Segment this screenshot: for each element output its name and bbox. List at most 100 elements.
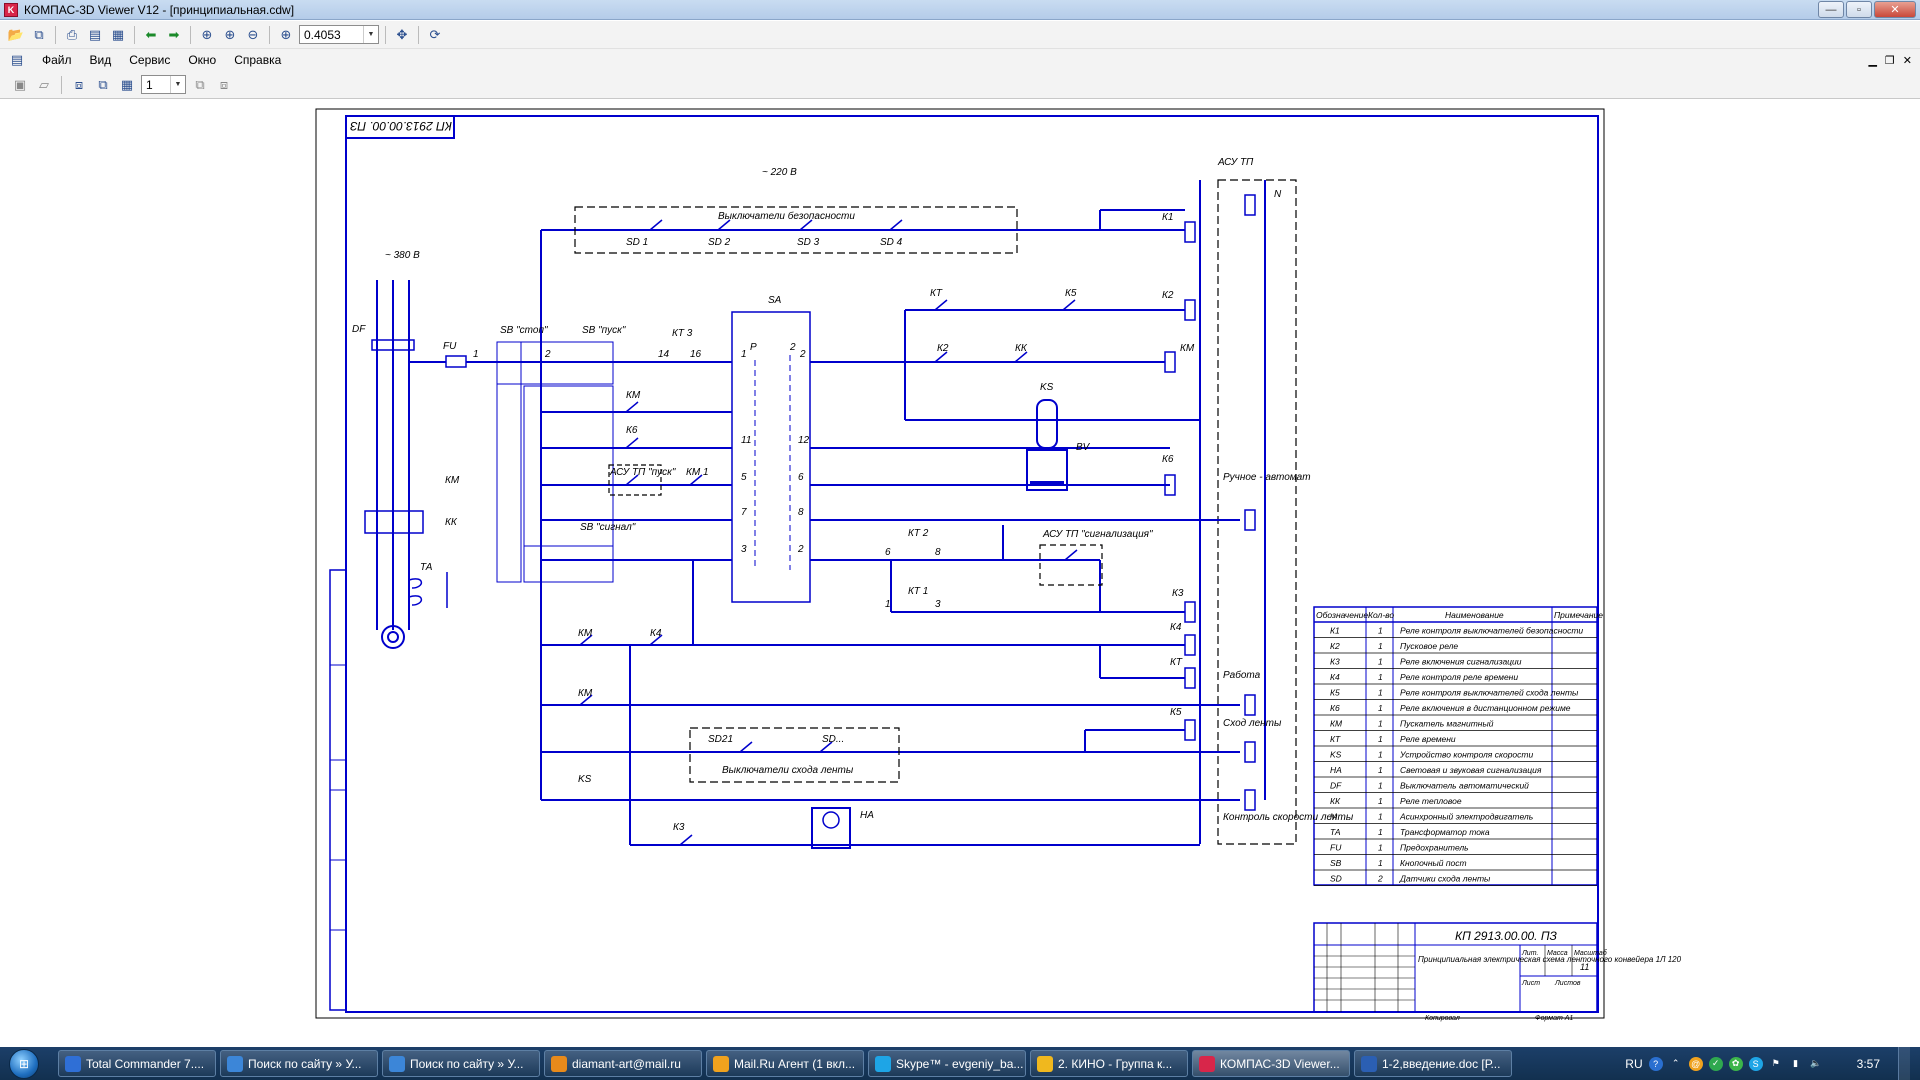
icq-icon[interactable]: ✿ (1728, 1056, 1743, 1071)
menu-window[interactable]: Окно (188, 53, 217, 67)
taskbar-button[interactable]: Skype™ - evgeniy_ba... (868, 1050, 1026, 1077)
taskbar-button[interactable]: 2. КИНО - Группа к... (1030, 1050, 1188, 1077)
start-button[interactable]: ⊞ (0, 1047, 48, 1080)
zoom-in-icon[interactable]: ⊕ (224, 26, 236, 42)
label-ta: ТА (420, 562, 433, 573)
zoom-combo[interactable]: 0.4053 ▼ (299, 25, 379, 44)
spec-cell: К3 (1330, 657, 1340, 667)
spec-cell: Пускатель магнитный (1400, 719, 1494, 729)
sa-terminal-p: Р (750, 342, 757, 353)
shield-icon[interactable]: ✓ (1708, 1056, 1723, 1071)
label-sd3: SD 3 (797, 237, 820, 248)
sa-terminal-7: 7 (741, 507, 747, 518)
label-km-row2: КМ (578, 688, 593, 699)
mail-agent-tray-icon[interactable]: @ (1688, 1056, 1703, 1071)
sheet-lit: Лит. (1521, 950, 1538, 957)
label-kk-left: КК (445, 517, 458, 528)
chevron-down-icon[interactable]: ▼ (363, 26, 378, 43)
sa-terminal-4: 2 (797, 544, 804, 555)
volume-icon[interactable]: 🔈 (1810, 1058, 1822, 1068)
schematic-drawing[interactable]: КП 2913.00.00. ПЗ ~ 220 В ~ 380 В Выключ… (0, 100, 1920, 1047)
spec-cell: Асинхронный электродвигатель (1399, 812, 1533, 822)
page-combo[interactable]: 1 ▼ (141, 75, 186, 94)
spec-header-name: Наименование (1445, 610, 1504, 620)
taskbar-button[interactable]: КОМПАС-3D Viewer... (1192, 1050, 1350, 1077)
print-preview-icon[interactable]: ▤ (88, 26, 102, 42)
back-arrow-icon[interactable]: ⬅ (145, 26, 157, 42)
spec-cell: 1 (1378, 827, 1383, 837)
sheet-no: 11 (1580, 962, 1589, 972)
label-ks-contact: KS (578, 774, 592, 785)
spec-cell: KS (1330, 750, 1342, 760)
layer-icon[interactable]: ▣ (13, 76, 27, 92)
tray-expand-icon[interactable]: ⌃ (1671, 1058, 1680, 1068)
open-icon[interactable]: 📂 (7, 26, 25, 42)
spec-cell: Реле контроля реле времени (1400, 672, 1518, 682)
label-fu: FU (443, 341, 457, 352)
maximize-button[interactable]: ▫ (1846, 1, 1872, 18)
clock[interactable]: 3:57 (1856, 1056, 1880, 1071)
label-k4-contact: К4 (650, 628, 662, 639)
spec-cell: 1 (1378, 703, 1383, 713)
spec-cell: 1 (1378, 672, 1383, 682)
doc-code: КП 2913.00.00. ПЗ (1455, 929, 1558, 943)
app-icon (227, 1055, 243, 1072)
show-desktop-button[interactable] (1898, 1047, 1910, 1080)
label-kt2: КТ 2 (908, 528, 929, 539)
spec-cell: Датчики схода ленты (1399, 874, 1491, 884)
spec-cell: 1 (1378, 765, 1383, 775)
first-sheet-icon[interactable]: ⧈ (74, 76, 84, 92)
sa-terminal-2b: 2 (799, 349, 806, 360)
layer-off-icon[interactable]: ▱ (39, 76, 49, 92)
sheet-scale: Масштаб (1574, 949, 1608, 957)
label-bv: BV (1076, 442, 1091, 453)
doc-minimize-button[interactable]: ▁ (1868, 55, 1877, 67)
zoom-out-icon[interactable]: ⊖ (247, 26, 259, 42)
forward-arrow-icon[interactable]: ➡ (168, 26, 180, 42)
pan-icon[interactable]: ✥ (396, 26, 408, 42)
close-button[interactable]: ✕ (1874, 1, 1916, 18)
flag-icon[interactable]: ⚑ (1771, 1058, 1780, 1068)
drawing-workspace[interactable]: КП 2913.00.00. ПЗ ~ 220 В ~ 380 В Выключ… (0, 100, 1920, 1047)
zoom-scale-icon[interactable]: ⊕ (280, 26, 292, 42)
taskbar-button[interactable]: 1-2,введение.doc [Р... (1354, 1050, 1512, 1077)
spec-cell: Реле включения в дистанционном режиме (1400, 703, 1571, 713)
refresh-view-icon[interactable]: ⟳ (429, 26, 441, 42)
doc-restore-button[interactable]: ❐ (1884, 55, 1895, 67)
sheet-list-icon[interactable]: ▦ (120, 76, 134, 92)
menu-service[interactable]: Сервис (129, 53, 171, 67)
label-km-coil: КМ (1180, 343, 1195, 354)
taskbar-button[interactable]: Total Commander 7.... (58, 1050, 216, 1077)
help-icon[interactable]: ? (1648, 1056, 1663, 1071)
taskbar-button[interactable]: Поиск по сайту » У... (220, 1050, 378, 1077)
taskbar-button-label: diamant-art@mail.ru (572, 1056, 681, 1071)
minimize-button[interactable]: — (1818, 1, 1844, 18)
label-ha: HA (860, 810, 874, 821)
next-sheet-icon[interactable]: ⧉ (195, 76, 205, 92)
network-icon[interactable]: ▮ (1793, 1058, 1799, 1068)
print-icon[interactable]: ⎙ (66, 26, 78, 42)
label-k3-coil: К3 (1172, 588, 1184, 599)
menu-view[interactable]: Вид (89, 53, 112, 67)
last-sheet-icon[interactable]: ⧈ (219, 76, 229, 92)
open-recent-icon[interactable]: ⧉ (34, 26, 44, 42)
prev-sheet-icon[interactable]: ⧉ (98, 76, 108, 92)
kompas-icon: K (4, 2, 18, 17)
label-sd4: SD 4 (880, 237, 903, 248)
language-indicator[interactable]: RU (1625, 1056, 1643, 1071)
menu-help[interactable]: Справка (234, 53, 282, 67)
taskbar-button[interactable]: Mail.Ru Агент (1 вкл... (706, 1050, 864, 1077)
taskbar-button[interactable]: diamant-art@mail.ru (544, 1050, 702, 1077)
spec-header-qty: Кол-во (1368, 610, 1394, 620)
label-asu-tp: АСУ ТП (1217, 157, 1254, 168)
menu-file[interactable]: Файл (42, 53, 72, 67)
label-sd-dots: SD... (822, 734, 844, 745)
app-icon (65, 1055, 81, 1072)
taskbar-button[interactable]: Поиск по сайту » У... (382, 1050, 540, 1077)
zoom-window-icon[interactable]: ⊕ (201, 26, 213, 42)
spec-cell: 1 (1378, 750, 1383, 760)
doc-close-button[interactable]: ✕ (1902, 55, 1912, 67)
properties-icon[interactable]: ▦ (111, 26, 125, 42)
skype-tray-icon[interactable]: S (1748, 1056, 1763, 1071)
chevron-down-icon[interactable]: ▼ (170, 76, 185, 93)
